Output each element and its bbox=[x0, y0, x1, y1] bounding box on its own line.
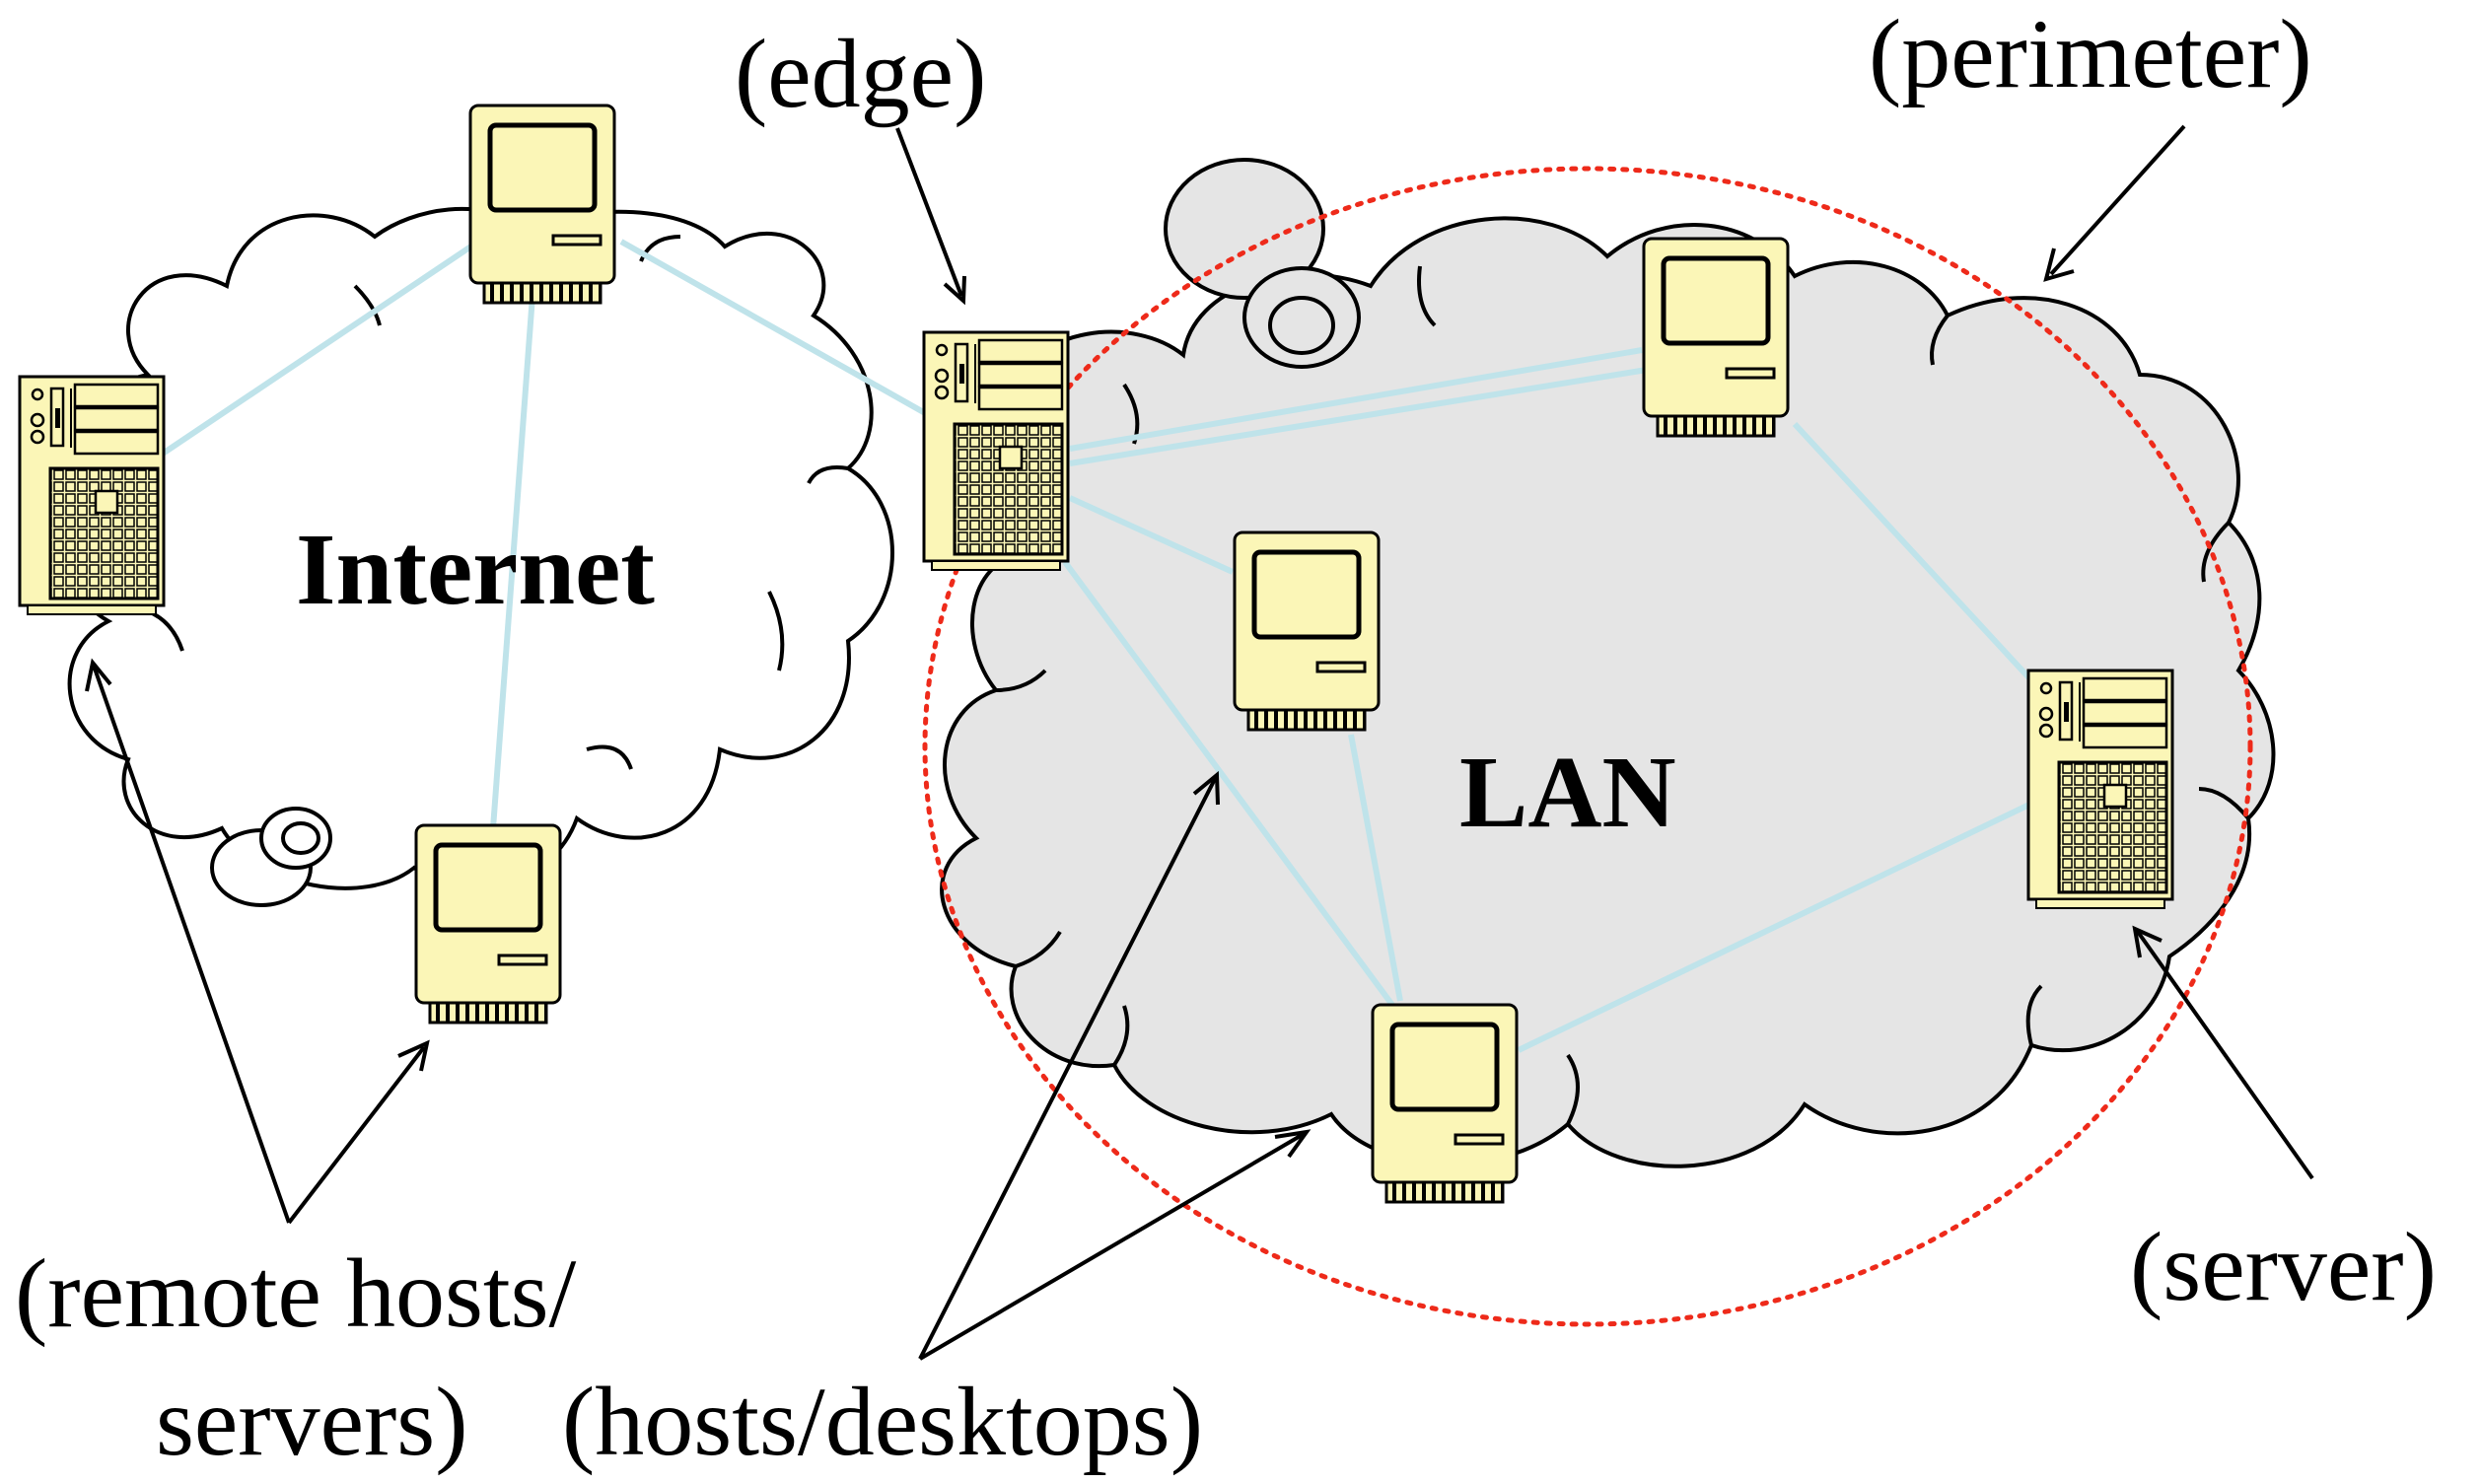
lan-label: LAN bbox=[1459, 736, 1676, 849]
link bbox=[1348, 734, 1403, 1002]
remote-hosts-label-line2: servers) bbox=[156, 1367, 468, 1476]
lan-cloud bbox=[940, 158, 2276, 1168]
remote-desktop-icon bbox=[470, 106, 614, 303]
perimeter-boundary bbox=[922, 166, 2253, 1327]
link bbox=[619, 239, 929, 417]
edge-server-icon bbox=[922, 330, 1070, 572]
link bbox=[1062, 560, 1403, 1018]
link bbox=[1069, 367, 1648, 466]
hosts-desktops-label: (hosts/desktops) bbox=[562, 1367, 1203, 1476]
link bbox=[1069, 347, 1643, 452]
server-label: (server) bbox=[2130, 1212, 2437, 1321]
edge-label: (edge) bbox=[735, 19, 986, 128]
network-links bbox=[161, 239, 2034, 1053]
remote-hosts-label-line1: (remote hosts/ bbox=[15, 1238, 577, 1348]
remote-server-icon bbox=[18, 375, 166, 616]
lan-desktop-icon bbox=[1373, 1005, 1517, 1202]
link bbox=[1068, 495, 1235, 575]
lan-server-icon bbox=[2026, 669, 2174, 910]
pointer-arrows bbox=[85, 124, 2314, 1361]
link bbox=[1517, 801, 2033, 1053]
perimeter-label: (perimeter) bbox=[1869, 0, 2312, 108]
internet-label: Internet bbox=[296, 513, 655, 626]
lan-desktop-icon bbox=[1644, 239, 1788, 436]
link bbox=[490, 295, 535, 829]
link bbox=[161, 239, 480, 457]
lan-desktop-icon bbox=[1235, 532, 1379, 730]
link bbox=[1792, 421, 2034, 683]
remote-desktop-icon bbox=[416, 825, 560, 1023]
